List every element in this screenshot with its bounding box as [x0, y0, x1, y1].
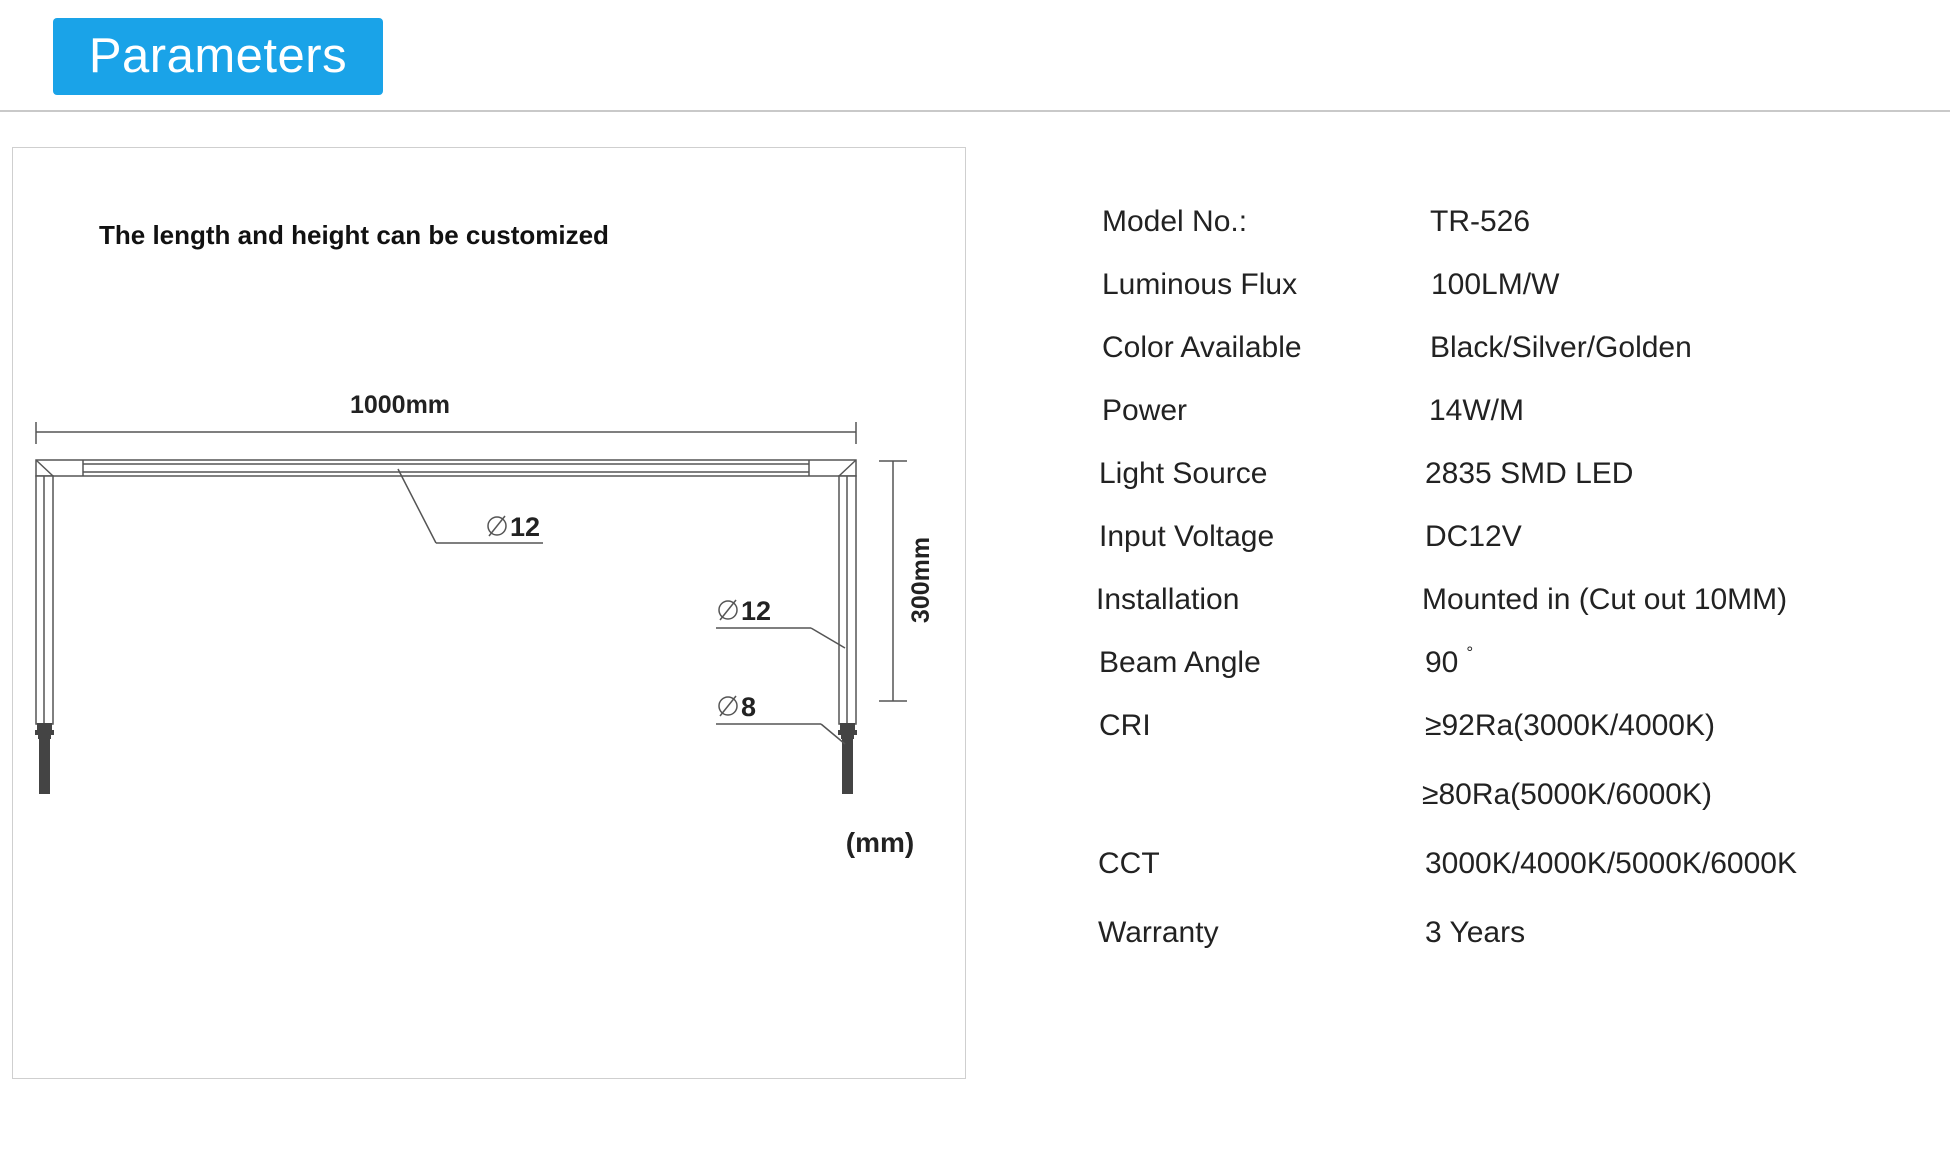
- dimension-diagram-panel: The length and height can be customized …: [12, 147, 966, 1079]
- spec-value: 14W/M: [1429, 394, 1525, 427]
- header-divider: [0, 110, 1950, 112]
- height-label: 300mm: [907, 537, 935, 623]
- spec-row-model: Model No.: TR-526: [1090, 205, 1910, 255]
- spec-label: Model No.:: [1102, 205, 1248, 238]
- right-leg: [838, 475, 857, 725]
- spec-row-luminous-flux: Luminous Flux 100LM/W: [1090, 268, 1910, 318]
- spec-label: Beam Angle: [1099, 646, 1261, 679]
- spec-row-light-source: Light Source 2835 SMD LED: [1090, 457, 1910, 507]
- length-label: 1000mm: [350, 391, 450, 419]
- spec-row-cri: CRI ≥92Ra(3000K/4000K): [1090, 709, 1910, 759]
- spec-value: ≥80Ra(5000K/6000K): [1422, 778, 1712, 811]
- rod-callout: [716, 695, 846, 745]
- spec-value: Black/Silver/Golden: [1430, 331, 1692, 364]
- spec-row-power: Power 14W/M: [1090, 394, 1910, 444]
- spec-value: DC12V: [1425, 520, 1522, 553]
- spec-row-installation: Installation Mounted in (Cut out 10MM): [1090, 583, 1910, 633]
- side-tube-callout: [716, 599, 846, 649]
- spec-label: Warranty: [1098, 916, 1219, 949]
- unit-label: (mm): [846, 827, 914, 858]
- spec-label: CCT: [1098, 847, 1160, 880]
- spec-row-color: Color Available Black/Silver/Golden: [1090, 331, 1910, 381]
- top-tube-callout: [397, 468, 543, 544]
- spec-label: CRI: [1099, 709, 1151, 742]
- length-dimension: [35, 422, 857, 444]
- customization-note: The length and height can be customized: [99, 220, 609, 250]
- spec-row-beam-angle: Beam Angle 90 °: [1090, 643, 1910, 696]
- spec-value: ≥92Ra(3000K/4000K): [1425, 709, 1715, 742]
- spec-label: Light Source: [1099, 457, 1268, 490]
- spec-value: 3000K/4000K/5000K/6000K: [1425, 847, 1797, 880]
- left-leg: [35, 475, 54, 725]
- spec-row-cri-continued: ≥80Ra(5000K/6000K): [1090, 778, 1910, 828]
- right-rod: [838, 723, 857, 794]
- spec-label: Power: [1102, 394, 1188, 427]
- degree-symbol: °: [1466, 643, 1474, 662]
- spec-value: 100LM/W: [1431, 268, 1560, 301]
- spec-value: 2835 SMD LED: [1425, 457, 1634, 490]
- height-dimension: [879, 460, 907, 702]
- spec-value: 3 Years: [1425, 916, 1526, 949]
- spec-value: TR-526: [1430, 205, 1531, 238]
- parameters-heading: Parameters: [53, 18, 383, 95]
- spec-label: Color Available: [1102, 331, 1302, 364]
- spec-label: Installation: [1096, 583, 1240, 616]
- spec-value: 90 °: [1425, 643, 1474, 680]
- rod-diameter: 8: [741, 692, 756, 722]
- dimension-drawing: 1000mm: [35, 391, 935, 858]
- spec-row-cct: CCT 3000K/4000K/5000K/6000K: [1090, 847, 1910, 897]
- side-tube-diameter: 12: [741, 596, 771, 626]
- top-bar: [35, 459, 857, 477]
- left-rod: [35, 723, 54, 794]
- spec-row-input-voltage: Input Voltage DC12V: [1090, 520, 1910, 570]
- spec-row-warranty: Warranty 3 Years: [1090, 916, 1910, 966]
- spec-value: Mounted in (Cut out 10MM): [1422, 583, 1788, 616]
- beam-angle-number: 90: [1425, 646, 1459, 679]
- spec-label: Input Voltage: [1099, 520, 1275, 553]
- top-tube-diameter: 12: [510, 512, 540, 542]
- spec-label: Luminous Flux: [1102, 268, 1298, 301]
